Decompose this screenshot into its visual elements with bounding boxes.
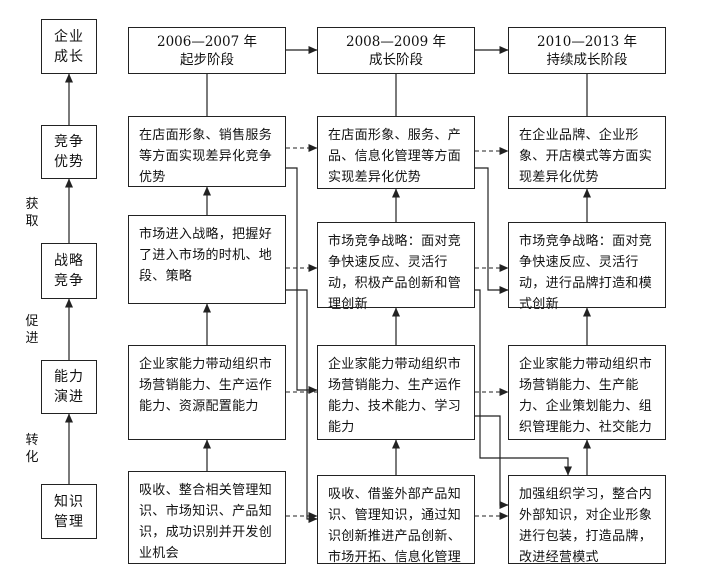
side-label-promote: 促 进 xyxy=(25,314,39,346)
link-col2-strategy-to-col3-knowledge xyxy=(475,289,572,476)
cell-advantage-stage3: 在企业品牌、企业形象、开店模式等方面实现差异化优势 xyxy=(508,116,666,189)
cell-advantage-stage1: 在店面形象、销售服务等方面实现差异化竞争优势 xyxy=(128,116,286,187)
left-box-knowledge-management: 知识 管理 xyxy=(41,484,97,539)
cell-knowledge-stage2: 吸收、借鉴外部产品知识、管理知识，通过知识创新推进产品创新、市场开拓、信息化管理 xyxy=(317,475,475,565)
link-col1-strategy-to-col2-knowledge xyxy=(286,289,318,523)
stage-name: 成长阶段 xyxy=(369,51,423,68)
link-col1-advantage-to-col2-capability xyxy=(286,167,318,394)
cell-capability-stage2: 企业家能力带动组织市场营销能力、生产运作能力、技术能力、学习能力 xyxy=(317,345,475,440)
left-box-strategic-competition: 战略 竞争 xyxy=(41,243,97,299)
cell-capability-stage1: 企业家能力带动组织市场营销能力、生产运作能力、资源配置能力 xyxy=(128,345,286,440)
left-box-competitive-advantage-line1: 竞争 xyxy=(54,134,84,150)
stage-header-startup: 2006—2007 年 起步阶段 xyxy=(128,27,286,74)
cell-advantage-stage2: 在店面形象、服务、产品、信息化管理等方面实现差异化优势 xyxy=(317,116,475,189)
left-box-capability-evolution-line1: 能力 xyxy=(54,369,84,385)
left-box-competitive-advantage-line2: 优势 xyxy=(54,154,84,170)
left-box-strategic-competition-line2: 竞争 xyxy=(54,273,84,289)
stage-header-growth: 2008—2009 年 成长阶段 xyxy=(317,27,475,74)
left-box-capability-evolution: 能力 演进 xyxy=(41,360,97,414)
side-label-transform: 转 化 xyxy=(25,433,39,465)
left-box-strategic-competition-line1: 战略 xyxy=(54,253,84,269)
left-box-knowledge-management-line2: 管理 xyxy=(54,513,84,530)
link-col2-capability-to-col3-knowledge xyxy=(475,415,509,509)
left-box-enterprise-growth: 企业 成长 xyxy=(41,19,97,74)
stage-period: 2006—2007 年 xyxy=(156,33,257,50)
left-box-enterprise-growth-line1: 企业 xyxy=(54,28,84,45)
stage-period: 2010—2013 年 xyxy=(536,33,637,50)
stage-name: 持续成长阶段 xyxy=(546,51,628,68)
stage-name: 起步阶段 xyxy=(180,51,234,68)
left-box-enterprise-growth-line2: 成长 xyxy=(54,48,84,65)
stage-period: 2008—2009 年 xyxy=(345,33,446,50)
cell-knowledge-stage1: 吸收、整合相关管理知识、市场知识、产品知识，成功识别并开发创业机会 xyxy=(128,471,286,564)
stage-header-sustained-growth: 2010—2013 年 持续成长阶段 xyxy=(508,27,666,74)
left-box-competitive-advantage: 竞争 优势 xyxy=(41,125,97,179)
cell-strategy-stage2: 市场竞争战略：面对竞争快速反应、灵活行动，积极产品创新和管理创新 xyxy=(317,222,475,312)
cell-knowledge-stage3: 加强组织学习，整合内外部知识，对企业形象进行包装，打造品牌，改进经营模式 xyxy=(508,475,666,565)
side-label-acquire: 获 取 xyxy=(25,197,39,229)
left-box-knowledge-management-line1: 知识 xyxy=(54,493,84,510)
cell-strategy-stage3: 市场竞争战略：面对竞争快速反应、灵活行动，进行品牌打造和模式创新 xyxy=(508,222,666,312)
left-box-capability-evolution-line2: 演进 xyxy=(54,389,84,405)
cell-capability-stage3: 企业家能力带动组织市场营销能力、生产能力、企业策划能力、组织管理能力、社交能力 xyxy=(508,345,666,440)
cell-strategy-stage1: 市场进入战略，把握好了进入市场的时机、地段、策略 xyxy=(128,215,286,304)
link-col2-advantage-to-col3-strategy xyxy=(475,167,509,294)
